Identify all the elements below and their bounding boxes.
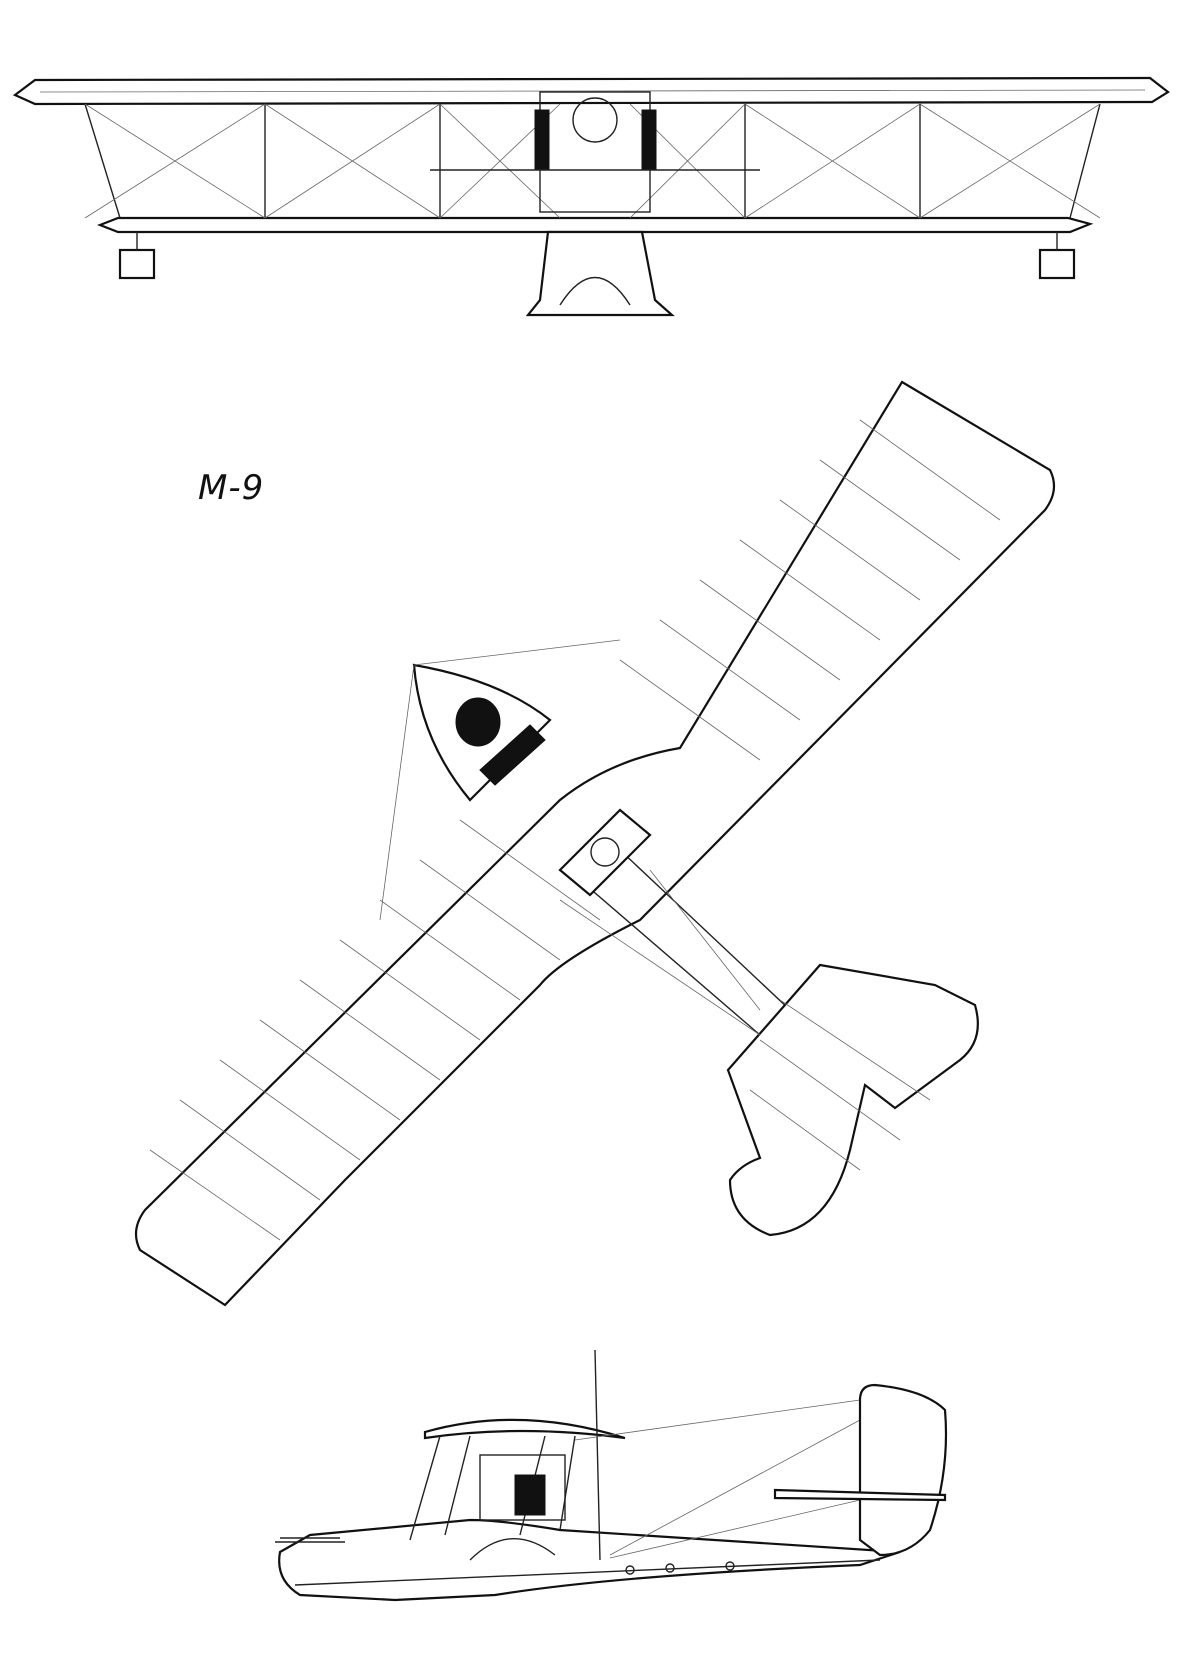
top-engine — [558, 808, 652, 897]
front-interplane-struts — [84, 103, 1101, 219]
front-lower-wing — [96, 216, 1094, 234]
side-view — [275, 1349, 948, 1602]
side-tail-bracing — [574, 1399, 861, 1559]
side-gun — [275, 1537, 345, 1543]
top-cockpit — [455, 697, 501, 747]
front-engine — [430, 91, 760, 213]
front-view — [12, 76, 1170, 317]
top-bracing-wires — [379, 639, 761, 1036]
top-wing-ribs — [149, 419, 1001, 1241]
side-engine-cabane — [409, 1435, 576, 1541]
side-fin-rudder — [858, 1383, 948, 1557]
front-hull — [525, 230, 675, 317]
front-right-float — [1038, 248, 1076, 280]
side-engine-block — [514, 1474, 546, 1516]
side-hull — [278, 1518, 901, 1602]
side-upper-wing — [423, 1418, 626, 1440]
aircraft-designation-label: M-9 — [198, 468, 265, 508]
top-tailplane — [726, 963, 979, 1237]
top-view — [134, 380, 1056, 1307]
side-tailplane — [773, 1488, 947, 1502]
front-left-float — [118, 248, 156, 280]
side-propeller — [594, 1349, 601, 1561]
front-bracing-wires — [84, 103, 1101, 219]
